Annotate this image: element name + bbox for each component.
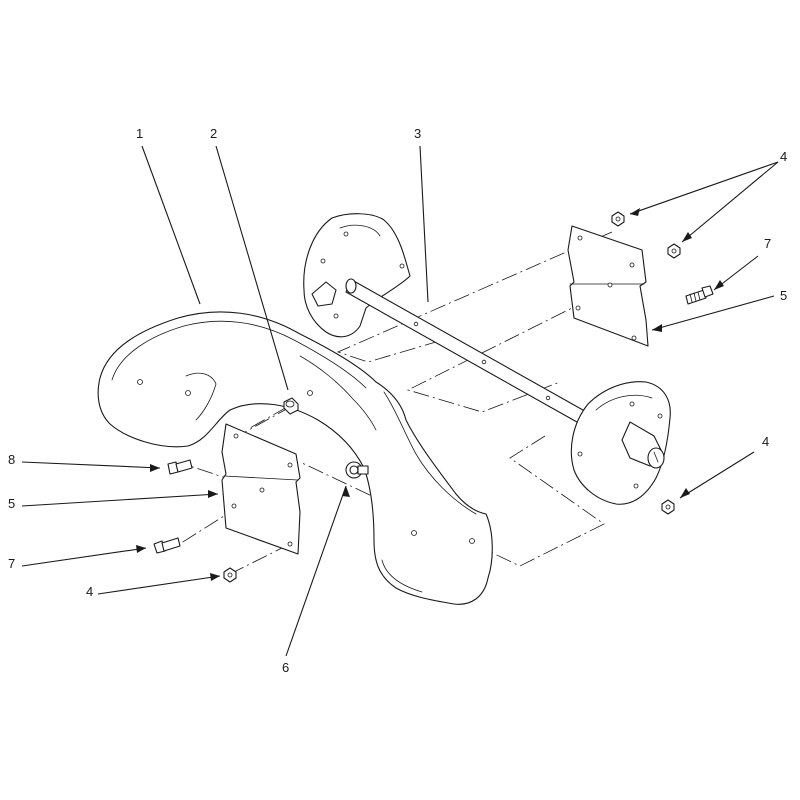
auger-housing bbox=[97, 311, 493, 605]
hex-nuts bbox=[223, 211, 681, 583]
callout-part-8: 8 bbox=[8, 452, 15, 467]
bearing bbox=[345, 461, 369, 479]
side-plate-left bbox=[221, 423, 301, 555]
auger-shaft-assembly bbox=[303, 213, 671, 505]
callout-part-5-left: 5 bbox=[8, 496, 15, 511]
callout-part-3: 3 bbox=[414, 126, 421, 141]
callout-part-7-right: 7 bbox=[764, 236, 771, 251]
callout-part-2: 2 bbox=[210, 126, 217, 141]
callout-labels: 1 2 3 4 7 5 4 8 5 7 4 6 bbox=[8, 126, 787, 675]
callout-part-6: 6 bbox=[282, 660, 289, 675]
callout-part-7-left: 7 bbox=[8, 556, 15, 571]
callout-part-4-top: 4 bbox=[780, 149, 787, 164]
leader-lines bbox=[21, 145, 779, 657]
callout-part-5-right: 5 bbox=[780, 288, 787, 303]
callout-part-1: 1 bbox=[136, 126, 143, 141]
bushing bbox=[283, 397, 299, 415]
callout-part-4-right: 4 bbox=[762, 434, 769, 449]
bolts bbox=[153, 285, 714, 554]
side-plate-right bbox=[567, 225, 649, 347]
callout-part-4-left: 4 bbox=[86, 584, 93, 599]
